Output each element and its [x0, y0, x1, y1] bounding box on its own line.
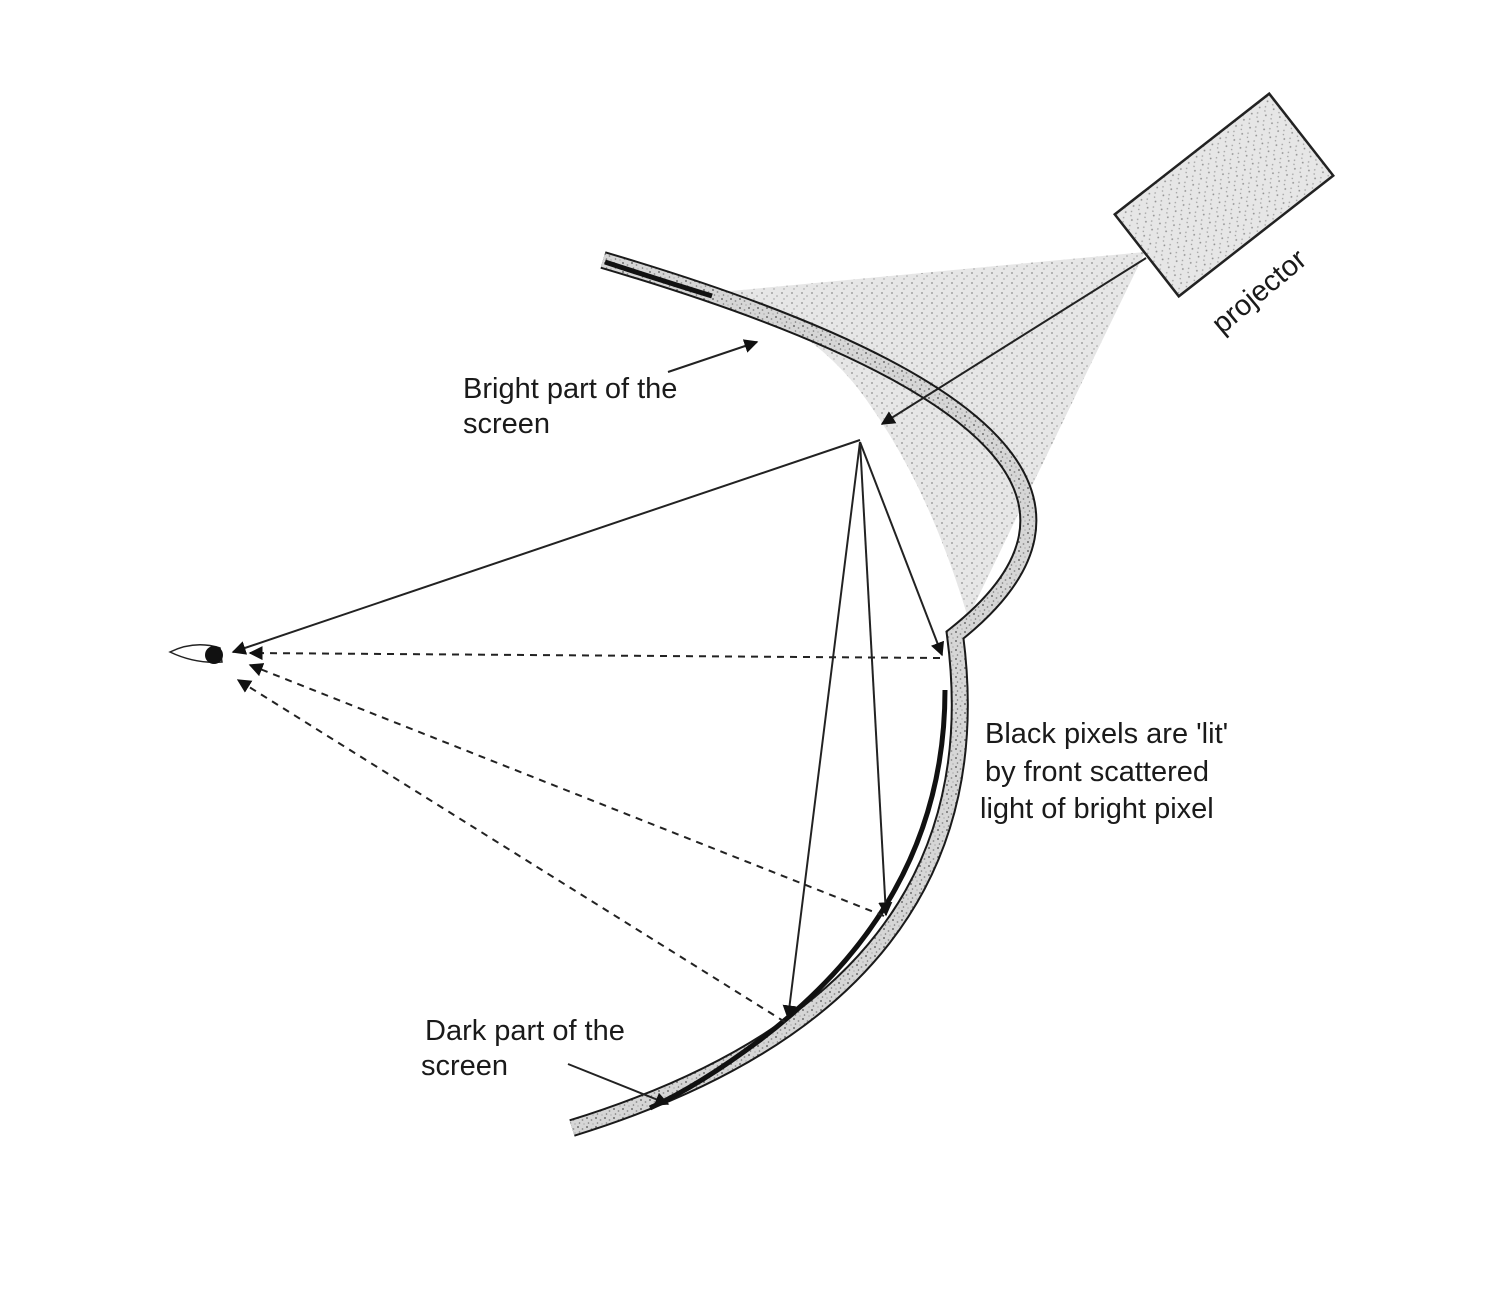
curved-screen-fill [569, 253, 1036, 1135]
light-cone [720, 252, 1145, 618]
dashed-ray-2 [248, 663, 885, 917]
scatter-ray-3 [782, 441, 861, 1020]
dashed-ray-3 [236, 679, 786, 1023]
projector-ray [880, 257, 1147, 425]
black-pixels-label-line3: light of bright pixel [980, 793, 1214, 825]
dark-part-label-line1: Dark part of the [425, 1015, 625, 1047]
screen-dark-edge-top [604, 259, 713, 299]
screen-dark-edge-lower [648, 689, 948, 1111]
bright-label-arrow [667, 339, 759, 373]
eye-icon [168, 644, 223, 664]
black-pixels-label-line1: Black pixels are 'lit' [985, 718, 1228, 750]
bright-to-eye-ray [231, 439, 861, 655]
bright-part-label-line1: Bright part of the [463, 373, 677, 405]
dashed-ray-1 [248, 646, 941, 661]
projector-icon [1113, 91, 1335, 299]
scatter-ray-2 [859, 441, 893, 917]
bright-part-label-line2: screen [463, 408, 550, 440]
dark-part-label-line2: screen [421, 1050, 508, 1082]
dark-label-arrow [567, 1063, 670, 1106]
black-pixels-label-line2: by front scattered [985, 756, 1209, 788]
scatter-ray-1 [859, 441, 945, 657]
